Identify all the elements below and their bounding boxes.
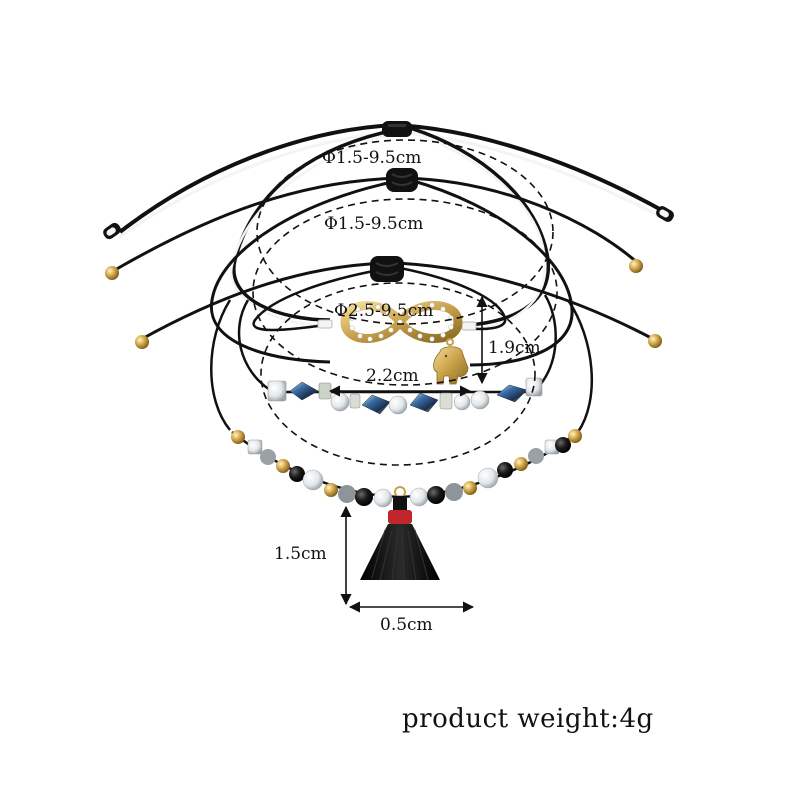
tassel — [360, 486, 440, 581]
gold-end-bead-left-3 — [135, 335, 149, 349]
product-weight-label: product weight:4g — [402, 704, 654, 734]
sliding-knot-1 — [382, 121, 412, 137]
bracelet-2-diameter-label: Φ1.5-9.5cm — [324, 214, 424, 234]
dimension-guides — [252, 139, 558, 466]
cord-end-left-1 — [103, 222, 121, 240]
bracelet-1-diameter-label: Φ1.5-9.5cm — [322, 148, 422, 168]
gold-end-bead-left-2 — [105, 266, 119, 280]
black-bead-row — [231, 429, 582, 508]
gold-end-bead-right-2 — [629, 259, 643, 273]
dimension-arrows — [328, 295, 488, 613]
sliding-knot-2 — [386, 168, 418, 192]
sliding-knot-3 — [370, 256, 404, 282]
bracelet-3-diameter-label: Φ2.5-9.5cm — [334, 301, 434, 321]
tassel-height-label: 1.5cm — [274, 544, 327, 564]
gold-end-bead-right-3 — [648, 334, 662, 348]
infinity-charm — [340, 301, 463, 343]
bracelet-5 — [210, 299, 593, 581]
charm-width-label: 2.2cm — [366, 366, 419, 386]
elephant-charm — [433, 338, 469, 385]
cord-end-right-1 — [656, 206, 674, 222]
charm-height-label: 1.9cm — [488, 338, 541, 358]
bracelet-3 — [135, 256, 662, 385]
tassel-width-label: 0.5cm — [380, 615, 433, 635]
